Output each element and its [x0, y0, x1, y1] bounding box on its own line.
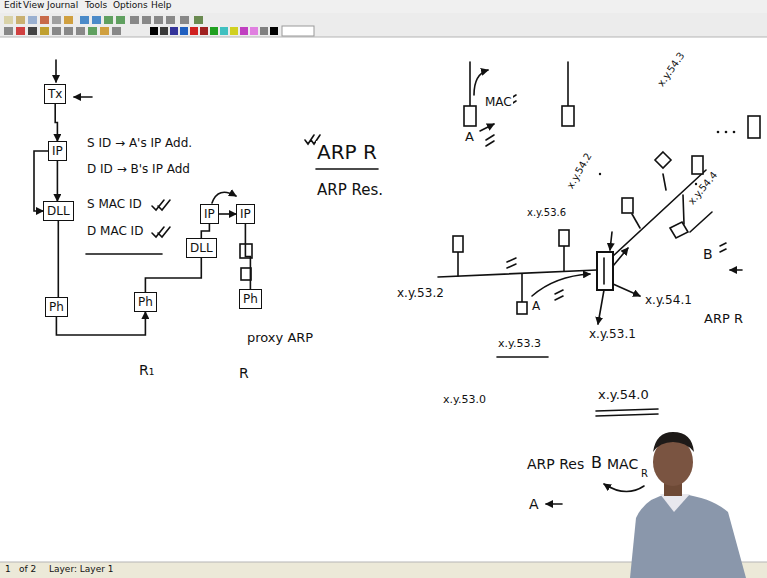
handwritten-note: Layer: Layer 1	[48, 564, 115, 574]
box-label: Ph	[138, 295, 153, 309]
handwritten-note: S ID → A's IP Add.	[86, 137, 193, 151]
handwritten-note: x.y.53.2	[396, 287, 445, 301]
handwritten-note: Help	[150, 0, 173, 10]
handwritten-note: ARP Res	[526, 456, 585, 472]
box-label: IP	[52, 144, 63, 158]
handwritten-note: R₁	[138, 362, 155, 378]
box-label: Ph	[49, 300, 64, 314]
handwritten-note: x.y.53.6	[526, 207, 567, 219]
handwritten-note: x.y.53.3	[497, 338, 542, 351]
tool-bar	[0, 13, 767, 37]
handwritten-note: x.y.54.1	[644, 294, 693, 308]
handwritten-note: Journal	[46, 0, 79, 10]
layer-box: Ph	[45, 297, 68, 317]
layer-box: DLL	[43, 201, 74, 221]
handwritten-note: of 2	[18, 564, 37, 574]
handwritten-note: x.y.53.1	[588, 328, 637, 342]
handwritten-note: ARP R	[703, 312, 744, 327]
handwriting-strokes	[56, 60, 760, 504]
handwritten-note: A	[464, 130, 475, 145]
handwritten-note: B	[702, 246, 714, 262]
handwritten-note: MAC	[606, 456, 639, 472]
box-label: IP	[240, 207, 251, 221]
handwritten-note: S MAC ID	[86, 198, 143, 212]
handwritten-note: proxy ARP	[246, 331, 314, 346]
layer-box: DLL	[186, 238, 217, 258]
handwritten-note: View	[22, 0, 45, 10]
handwritten-note: x.y.54.3	[655, 49, 688, 89]
connector	[57, 161, 59, 201]
handwritten-note: A	[531, 300, 541, 314]
connector	[57, 221, 59, 297]
box-label: Tx	[48, 87, 62, 101]
connector	[219, 213, 236, 215]
box-label: Ph	[243, 292, 258, 306]
handwritten-note: A	[528, 496, 540, 512]
connector	[245, 224, 250, 289]
handwritten-note: R	[238, 365, 250, 381]
handwritten-note: x.y.54.0	[597, 388, 650, 403]
connector	[201, 224, 209, 238]
handwritten-note: Edit	[3, 0, 22, 10]
connector	[145, 258, 201, 292]
handwritten-note: R	[640, 468, 649, 480]
handwritten-note: x.y.54.2	[564, 150, 594, 191]
toolbar-icons	[4, 16, 314, 36]
handwritten-note: MAC	[484, 96, 513, 110]
layer-box: Ph	[239, 289, 262, 309]
layer-box: Tx	[44, 84, 66, 104]
handwritten-note: D MAC ID	[86, 225, 144, 239]
handwritten-note: ARP R	[316, 141, 378, 164]
layer-box: IP	[236, 204, 255, 224]
handwritten-note: x.y.53.0	[442, 394, 487, 407]
box-label: DLL	[190, 241, 213, 255]
connector	[55, 104, 57, 141]
presenter	[630, 432, 746, 578]
menu-bar	[0, 0, 767, 13]
handwritten-note: 1	[4, 564, 12, 574]
handwritten-note: Options	[112, 0, 149, 10]
layer-box: Ph	[134, 292, 157, 312]
connector	[56, 312, 145, 335]
handwritten-note: Tools	[84, 0, 108, 10]
layer-box: IP	[200, 204, 219, 224]
handwritten-note: ARP Res.	[316, 182, 384, 199]
layer-box: IP	[48, 141, 67, 161]
handwritten-note: B	[590, 454, 603, 472]
handwritten-note: D ID → B's IP Add	[86, 163, 191, 177]
box-label: DLL	[47, 204, 70, 218]
box-label: IP	[204, 207, 215, 221]
